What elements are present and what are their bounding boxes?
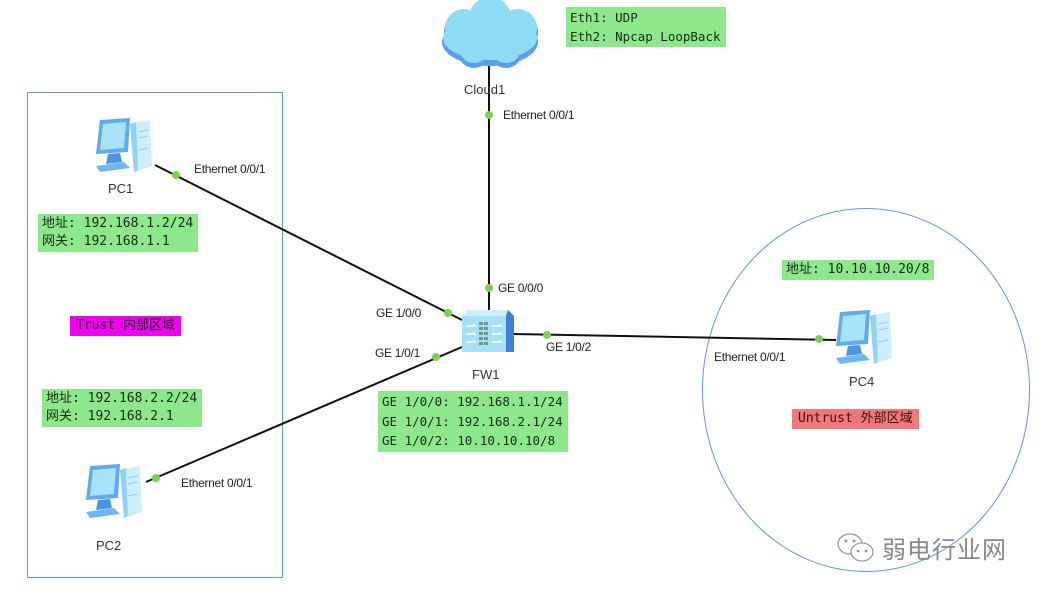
port-label-fw1-ge102: GE 1/0/2 <box>546 340 591 354</box>
note-pc2: 地址: 192.168.2.2/24 网关: 192.168.2.1 <box>42 389 203 427</box>
link-pc1-fw1[interactable] <box>154 164 463 321</box>
note-pc2-line-2: 网关: 192.168.2.1 <box>46 409 174 424</box>
port-dot-fw1-ge000[interactable] <box>485 284 493 292</box>
pc-icon[interactable] <box>830 308 896 368</box>
watermark-text: 弱电行业网 <box>882 536 1007 564</box>
device-name-fw1: FW1 <box>472 367 500 382</box>
port-dot-fw1-ge101[interactable] <box>432 353 440 361</box>
cloud-icon[interactable] <box>434 0 546 72</box>
note-cloud-line-2: Eth2: Npcap LoopBack <box>570 29 721 44</box>
note-fw1-line-2: GE 1/0/1: 192.168.2.1/24 <box>382 413 563 429</box>
port-label-pc1-eth: Ethernet 0/0/1 <box>194 162 266 176</box>
port-dot-fw1-ge102[interactable] <box>543 331 551 339</box>
pc-icon[interactable] <box>80 462 146 522</box>
zone-label-trust: Trust 内部区域 <box>70 316 181 336</box>
pc-icon[interactable] <box>90 116 156 176</box>
port-label-fw1-ge000: GE 0/0/0 <box>498 281 543 295</box>
zone-label-untrust: Untrust 外部区域 <box>792 409 919 429</box>
link-pc2-fw1[interactable] <box>145 346 463 483</box>
device-name-pc4: PC4 <box>849 374 875 389</box>
note-fw1: GE 1/0/0: 192.168.1.1/24 GE 1/0/1: 192.16… <box>378 391 568 452</box>
note-cloud: Eth1: UDP Eth2: Npcap LoopBack <box>566 7 726 47</box>
firewall-icon[interactable] <box>460 306 516 354</box>
watermark: 弱电行业网 <box>836 530 1007 565</box>
note-fw1-line-1: GE 1/0/0: 192.168.1.1/24 <box>382 394 563 409</box>
port-label-fw1-ge101: GE 1/0/1 <box>375 346 420 360</box>
note-pc1-line-1: 地址: 192.168.1.2/24 <box>42 216 194 231</box>
note-fw1-line-3: GE 1/0/2: 10.10.10.10/8 <box>382 433 556 448</box>
note-pc1-line-2: 网关: 192.168.1.1 <box>42 234 170 249</box>
port-dot-fw1-ge100[interactable] <box>444 309 452 317</box>
note-pc4: 地址: 10.10.10.20/8 <box>782 260 935 280</box>
port-label-pc2-eth: Ethernet 0/0/1 <box>181 476 253 490</box>
device-name-cloud1: Cloud1 <box>464 82 506 97</box>
port-dot-pc2-eth[interactable] <box>152 474 160 482</box>
note-pc4-line-1: 地址: 10.10.10.20/8 <box>786 262 930 277</box>
port-dot-pc1-eth[interactable] <box>172 171 180 179</box>
link-fw1-pc4[interactable] <box>512 333 837 341</box>
note-cloud-line-1: Eth1: UDP <box>570 10 638 25</box>
port-label-cloud1-eth: Ethernet 0/0/1 <box>503 108 575 122</box>
port-dot-pc4-eth[interactable] <box>815 335 823 343</box>
note-pc1: 地址: 192.168.1.2/24 网关: 192.168.1.1 <box>38 214 199 252</box>
port-dot-cloud1-eth[interactable] <box>485 111 493 119</box>
device-name-pc1: PC1 <box>108 181 134 196</box>
trust-zone-boundary <box>27 92 283 578</box>
device-name-pc2: PC2 <box>96 538 122 553</box>
untrust-zone-boundary <box>702 208 1030 572</box>
wechat-icon <box>837 532 874 562</box>
note-pc2-line-1: 地址: 192.168.2.2/24 <box>46 391 198 406</box>
port-label-fw1-ge100: GE 1/0/0 <box>376 306 421 320</box>
port-label-pc4-eth: Ethernet 0/0/1 <box>714 350 786 364</box>
